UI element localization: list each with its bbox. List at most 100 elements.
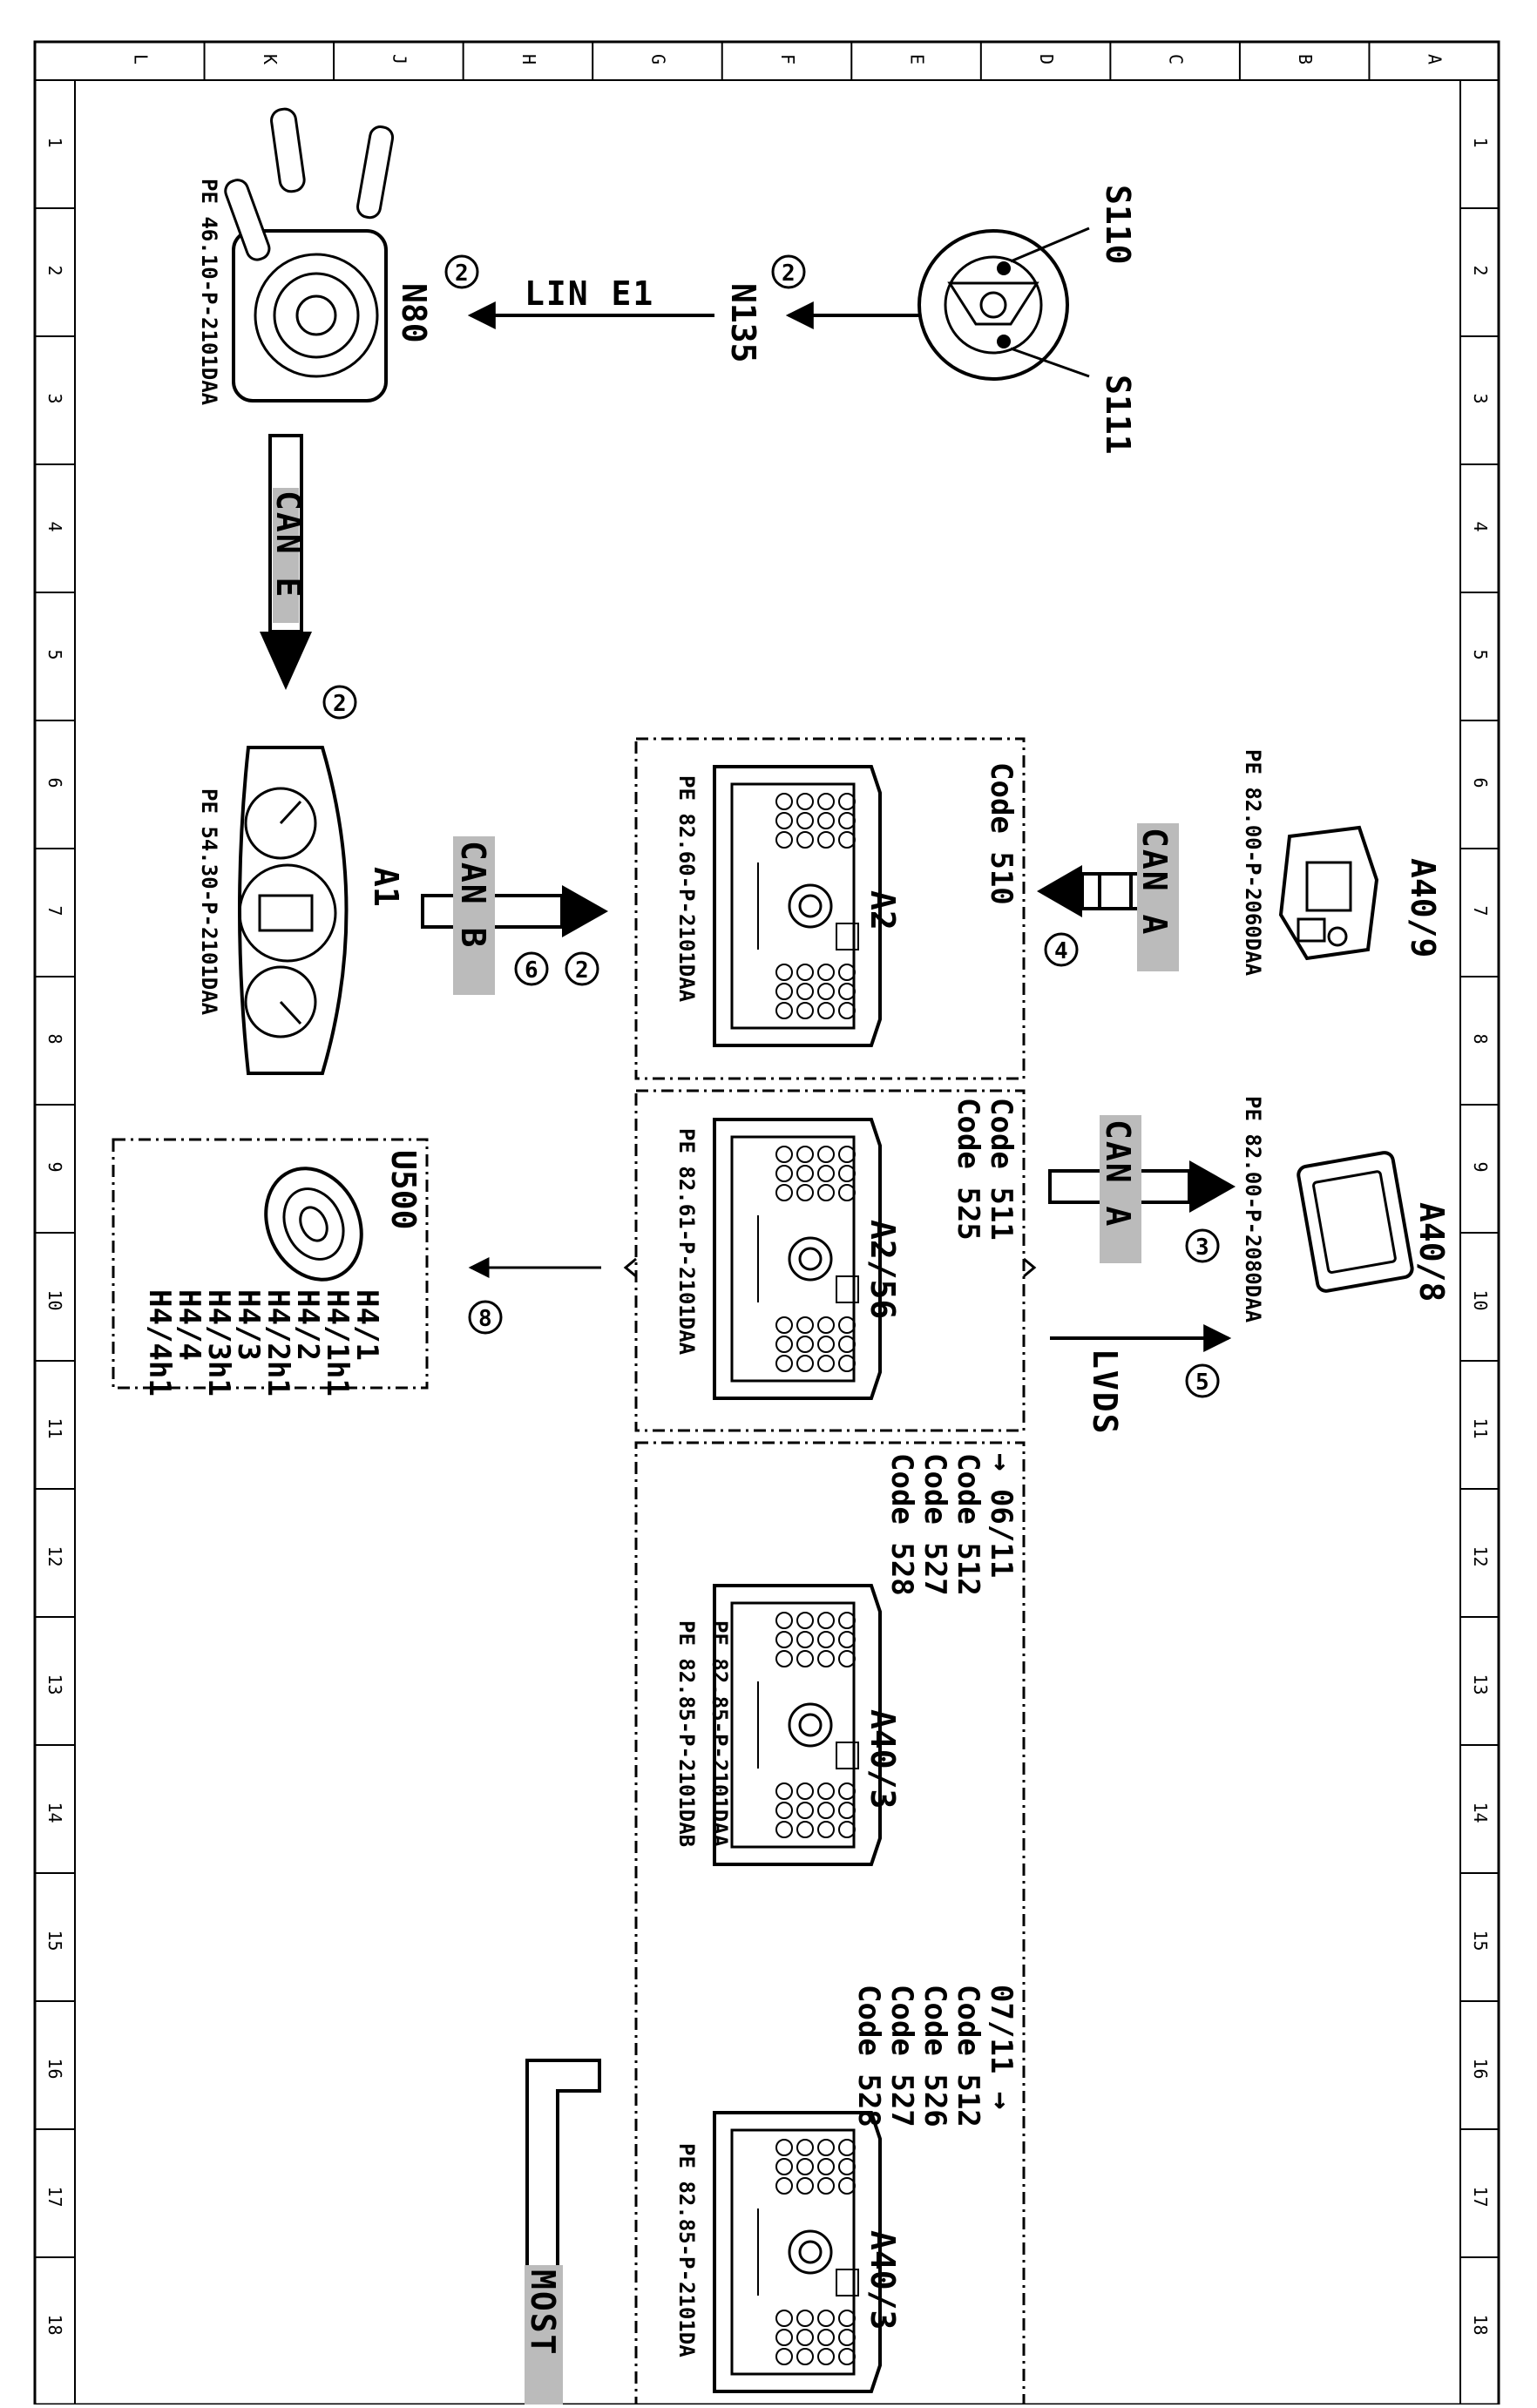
grid-column-label: B [1295,54,1316,64]
ref-a40-9: PE 82.00-P-2060DAA [1241,749,1265,977]
speaker-icon [264,1167,363,1282]
step-circle [565,951,599,986]
grid-row-label: 9 [44,1162,65,1173]
label-s110: S110 [1099,185,1137,265]
grid-row-label: 3 [44,394,65,404]
bus-label-bg [453,836,495,995]
ref-a1: PE 54.30-P-2101DAA [197,788,221,1016]
head-unit-group [713,765,882,2393]
step-circle [771,254,806,289]
grid-row-label: 16 [44,2059,65,2080]
grid-column-label: J [389,54,410,64]
grid-row-label: 10 [44,1290,65,1311]
instrument-cluster-icon [238,746,349,1075]
grid-row-label: 15 [44,1931,65,1951]
label-n135: N135 [724,283,762,363]
step-number: 6 [525,957,538,984]
step-number: 2 [782,260,796,287]
grid-row-label: 2 [1470,266,1491,276]
grid-row-label: 5 [1470,650,1491,660]
code-528: Code 528 [884,1453,919,1596]
step-number: 2 [455,260,469,287]
grid-row-label: 11 [44,1418,65,1439]
grid-column-label: H [518,54,539,64]
step-circle [1185,1228,1220,1263]
steering-wheel-buttons-icon [917,227,1090,381]
grid-row-label: 15 [1470,1931,1491,1951]
label-s111: S111 [1099,375,1137,455]
u500-output: H4/1 [349,1289,384,1361]
bus-label-bg [1100,1115,1141,1263]
grid-column-label: E [907,54,928,64]
grid-row-label: 18 [44,2315,65,2336]
step-circle [1044,932,1079,967]
u500-output: H4/4h1 [142,1289,177,1397]
step-circle [322,685,357,720]
code-0611: → 06/11 [984,1453,1019,1578]
code-510: Code 510 [984,762,1019,905]
label-a40-3: A40/3 [863,1709,902,1809]
u500-output: H4/2 [290,1289,325,1361]
bus-lvds-label: LVDS [1086,1349,1124,1436]
grid-column-label: A [1425,54,1446,64]
label-a2: A2 [863,890,902,930]
grid-row-label: 17 [1470,2187,1491,2208]
grid-row-label: 12 [44,1546,65,1567]
step-circle [468,1300,503,1335]
grid-column-label: L [130,54,151,64]
grid-column-label: K [260,54,281,64]
grid-row-label: 9 [1470,1162,1491,1173]
steering-column-module-icon [224,107,395,402]
ref-a2-56: PE 82.61-P-2101DAA [674,1128,699,1356]
bus-can-a-label-2: CAN A [1099,1119,1137,1228]
step-number: 2 [333,691,347,717]
code-511: Code 511 [984,1098,1019,1241]
grid-row-label: 16 [1470,2059,1491,2080]
bus-label-bg [1137,823,1179,971]
head-unit-icon [713,765,882,1047]
step-number: 8 [478,1306,492,1332]
step-number: 2 [575,957,589,984]
grid-row-label: 8 [44,1034,65,1045]
step-number: 4 [1054,938,1068,964]
grid-row-label: 17 [44,2187,65,2208]
grid-row-label: 7 [44,906,65,917]
step-circle [1185,1363,1220,1398]
grid-column-label: C [1166,54,1187,64]
bus-can-e-label: CAN E [269,490,308,599]
step-circle [514,951,549,986]
label-u500: U500 [384,1150,423,1230]
grid-row-label: 12 [1470,1546,1491,1567]
grid-row-label: 6 [44,778,65,788]
variant-box-a40-3 [634,1441,1026,2408]
grid-row-label: 3 [1470,394,1491,404]
variant-box-code-511-525 [634,1089,1026,1432]
bus-most-label: MOST [524,2269,562,2357]
grid-column-label: F [777,54,798,64]
grid-column-label: D [1036,54,1057,64]
grid-column-label: G [647,54,668,64]
bus-can-b-label: CAN B [454,841,492,949]
head-unit-icon [713,2111,882,2393]
ref-a40-3-b: PE 82.85-P-2101DA [674,2143,699,2357]
ref-a40-3-daa: PE 82.85-P-2101DAA [708,1620,732,1848]
grid-row-label: 4 [1470,522,1491,532]
grid-row-label: 8 [1470,1034,1491,1045]
u500-output: H4/3h1 [201,1289,236,1397]
code-512: Code 512 [951,1453,985,1596]
grid-row-label: 11 [1470,1418,1491,1439]
variant-box-code-510 [634,737,1026,1080]
grid-row-label: 13 [1470,1674,1491,1695]
code-526: Code 526 [917,1985,952,2127]
grid-row-label: 6 [1470,778,1491,788]
u500-dashed-box [112,1138,429,1390]
ref-a2: PE 82.60-P-2101DAA [674,775,699,1003]
grid-row-label: 18 [1470,2315,1491,2336]
label-a40-8: A40/8 [1412,1202,1451,1302]
bus-can-a-2 [1048,1160,1236,1213]
u500-output: H4/3 [231,1289,266,1361]
code-525: Code 525 [951,1098,985,1241]
label-a2-56: A2/56 [863,1220,902,1319]
